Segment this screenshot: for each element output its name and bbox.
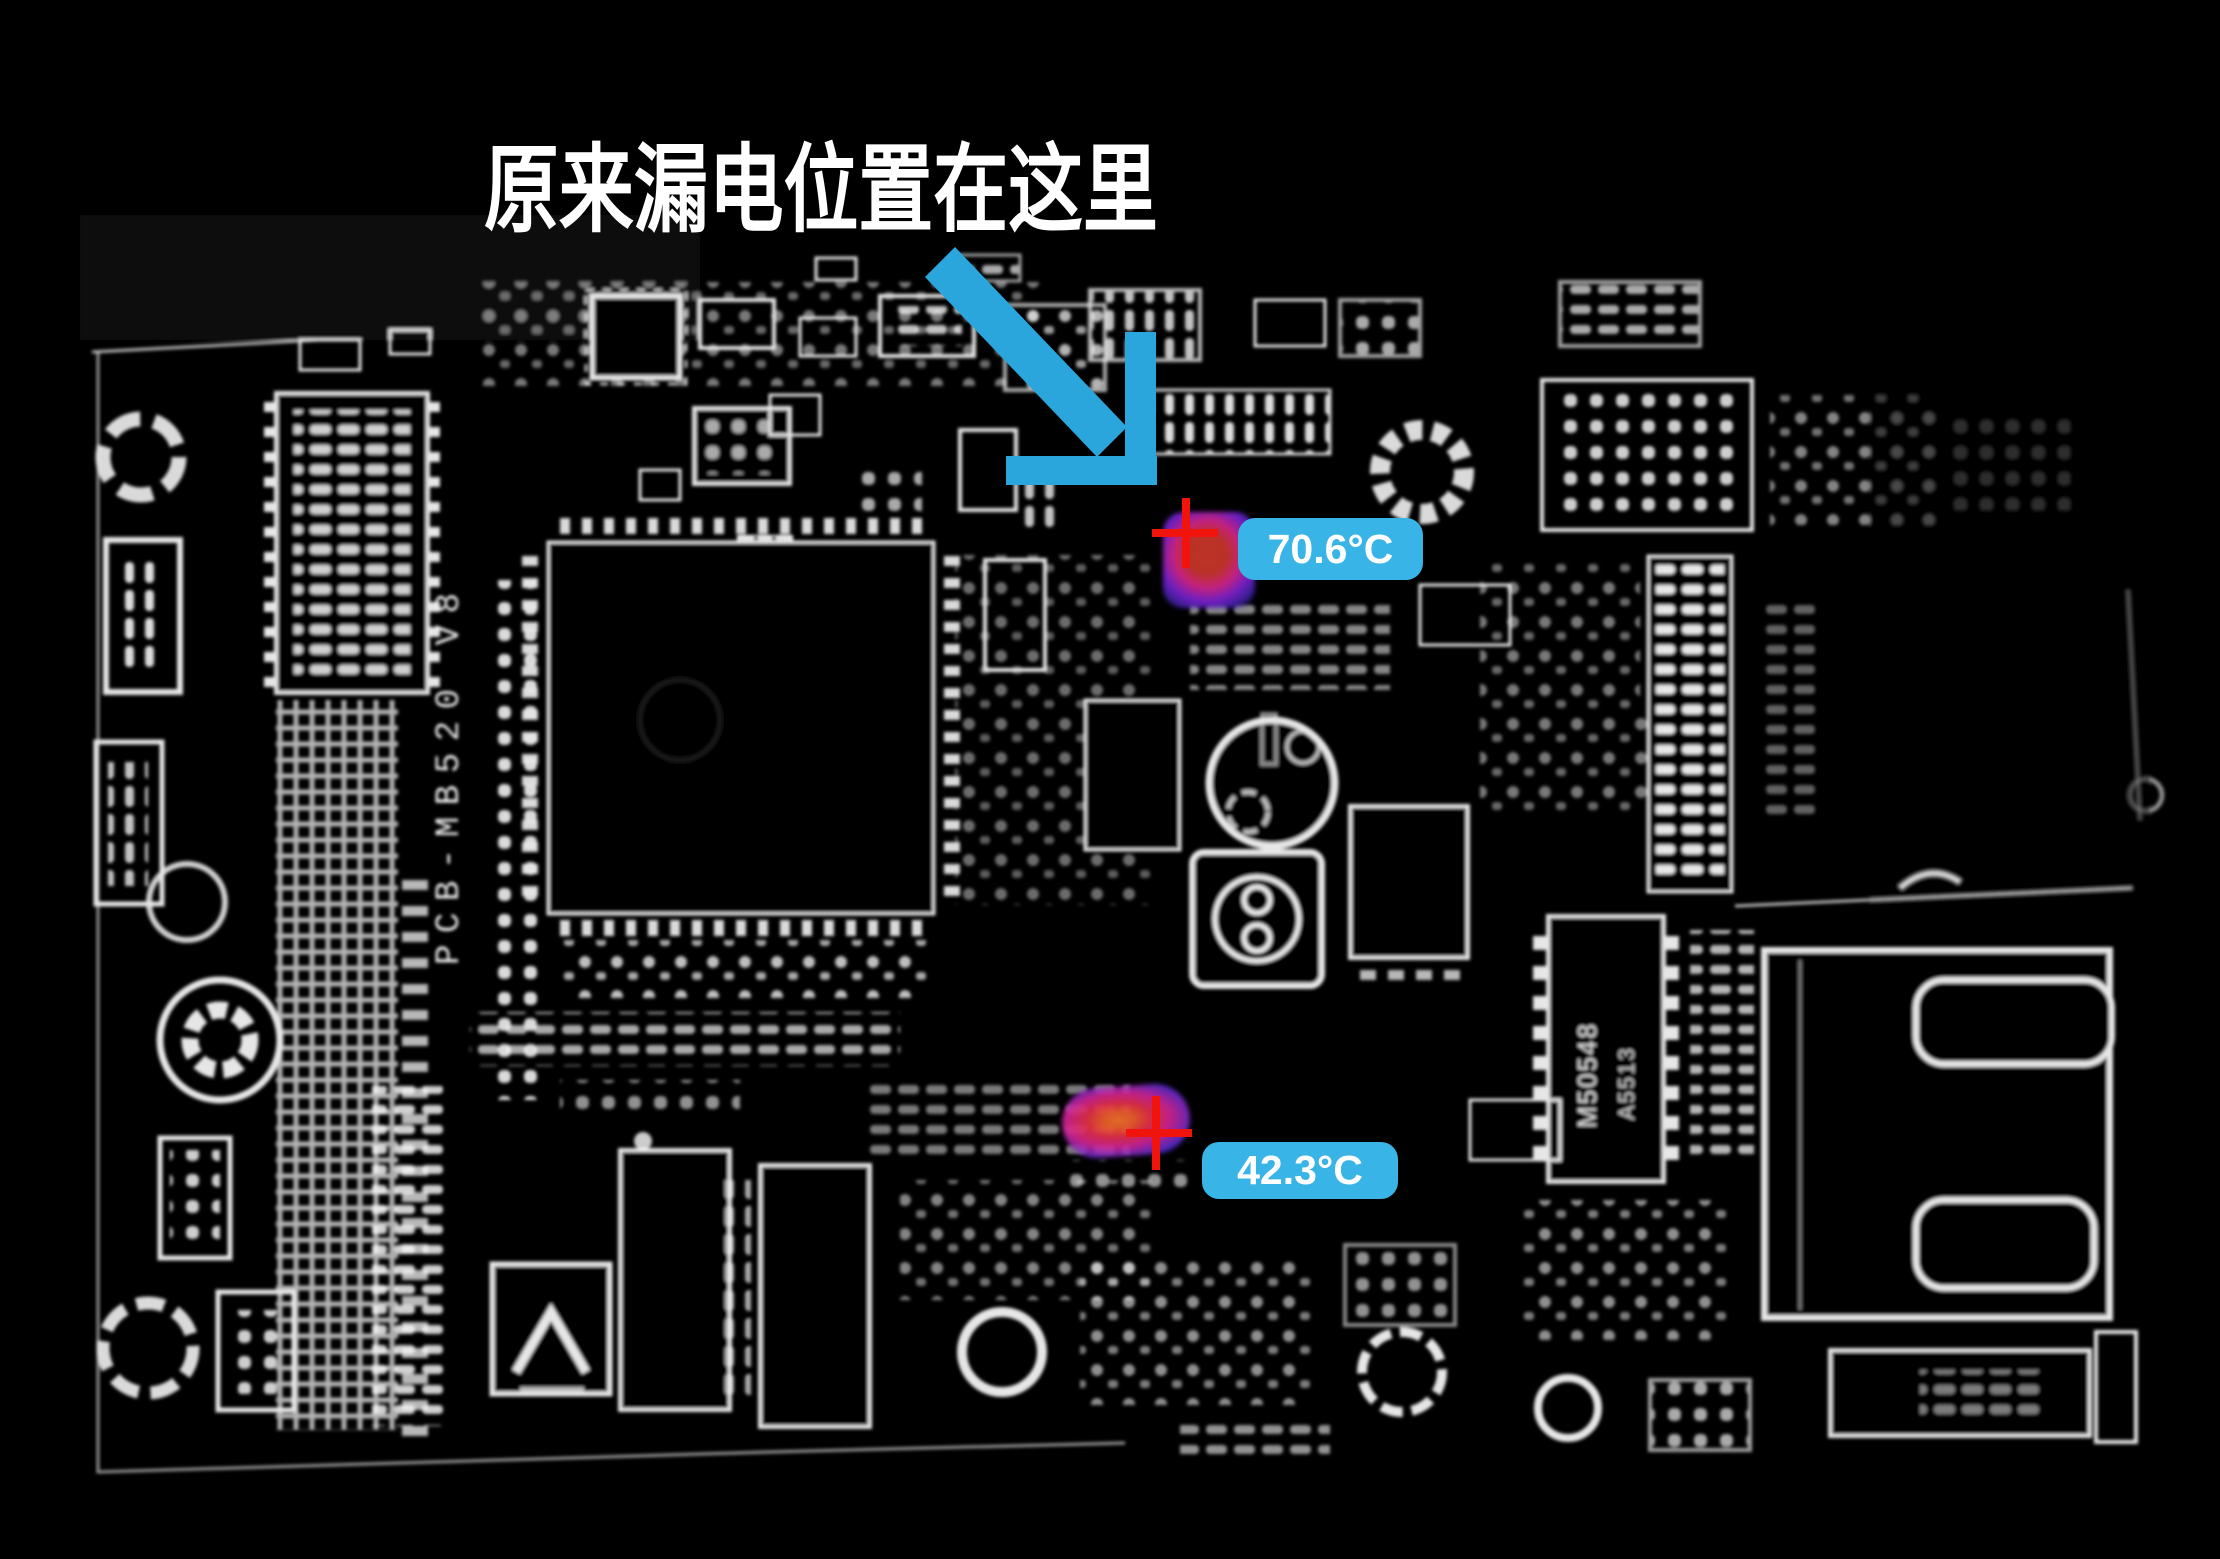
bottom-center-components [372, 1080, 1752, 1456]
power-inductor [1189, 849, 1325, 989]
pcb-components-layer: PCB-MB520 V8 [80, 215, 2165, 1474]
hotspot-low-temp [1059, 1081, 1193, 1161]
main-qfp-chip [522, 518, 960, 936]
left-target-rings [146, 861, 284, 1104]
mounting-hole-top-left [95, 411, 187, 503]
top-components-band [480, 253, 1422, 530]
crosshair-marker-high-horizontal [1152, 529, 1218, 537]
left-connector-2 [93, 739, 165, 907]
crosshair-marker-low-horizontal [1126, 1129, 1192, 1137]
sop-ic: M50548 A5513 [1533, 914, 1754, 1184]
left-connector-1 [103, 537, 183, 695]
power-transistor [1348, 804, 1470, 980]
electrolytic-capacitor [1205, 712, 1339, 850]
temperature-badge-low: 42.3°C [1202, 1142, 1398, 1199]
bottom-left-connector [215, 1289, 297, 1413]
ethernet-jack [1734, 870, 2138, 1444]
annotation-title: 原来漏电位置在这里 [484, 134, 1158, 246]
ic-marking-2: A5513 [1614, 1046, 1639, 1120]
left-component-block [157, 1135, 233, 1261]
silkscreen-text: PCB-MB520 V8 [431, 590, 469, 965]
mounting-hole-bottom-left [96, 1296, 200, 1400]
temperature-badge-high: 70.6°C [1238, 518, 1423, 580]
mounting-hole-top-right [1370, 420, 1474, 524]
ic-marking-1: M50548 [1572, 1022, 1602, 1128]
top-right-cluster [1540, 280, 2165, 910]
